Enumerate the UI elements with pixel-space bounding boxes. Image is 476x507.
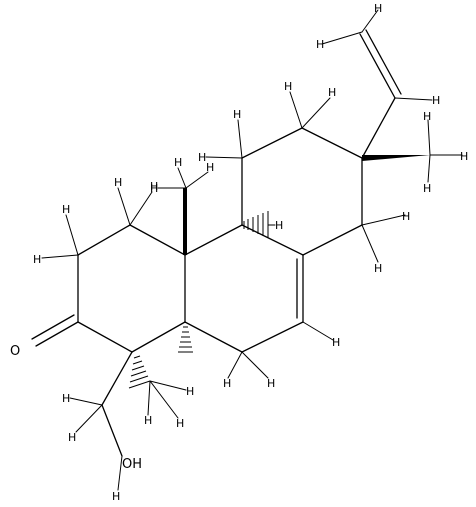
bond [184,321,243,353]
bond [131,321,186,353]
h-label: H [460,150,468,163]
h-label: H [402,210,410,223]
h-label: H [374,262,382,275]
h-label: H [275,219,283,232]
h-label: H [174,156,182,169]
h-label: H [374,2,382,15]
h-label: H [223,377,231,390]
bond [241,224,304,256]
h-label: H [68,431,76,444]
h-label: H [206,161,214,174]
hashed-bond [243,211,269,238]
hashed-bond [178,326,193,353]
h-label: H [176,417,184,430]
stereo-bonds [128,155,430,389]
bond [101,351,133,406]
hydrogen-labels: H H H H H H H H H H H H H H H H H H H H … [33,2,468,503]
carbon-skeleton [31,29,402,457]
h-label: H [112,490,120,503]
h-label: H [144,414,152,427]
bond [361,97,396,159]
wedge-bond [183,188,187,255]
bond [302,224,363,256]
h-label: H [423,182,431,195]
vinyl-double-bond [359,33,396,99]
h-label: H [267,377,275,390]
bond [241,127,303,159]
bond [101,404,123,457]
h-label: H [62,203,70,216]
atom-labels: O OH [10,344,142,472]
bond [184,224,243,256]
h-label: H [233,108,241,121]
h-label: H [328,86,336,99]
h-label: H [33,253,41,266]
hashed-bond [128,355,151,389]
h-label: H [432,94,440,107]
bond [129,224,186,256]
vinyl-double-bond [365,29,402,95]
carbonyl-bond [31,314,75,340]
h-label: H [198,151,206,164]
bond [241,321,304,353]
h-label: H [150,182,158,195]
h-label: H [423,110,431,123]
hydrogen-bonds [41,9,463,491]
h-label: H [284,80,292,93]
carbonyl-bond [35,321,79,347]
wedge-bond [362,155,430,161]
bond [77,321,133,353]
oxygen-keto-label: O [10,344,20,359]
h-label: H [114,176,122,189]
bond [77,224,131,256]
h-label: H [150,180,158,193]
h-label: H [62,392,70,405]
h-label: H [332,336,340,349]
hydroxyl-label: OH [122,457,142,472]
h-label: H [316,38,324,51]
h-label: H [186,385,194,398]
bond [301,127,363,159]
